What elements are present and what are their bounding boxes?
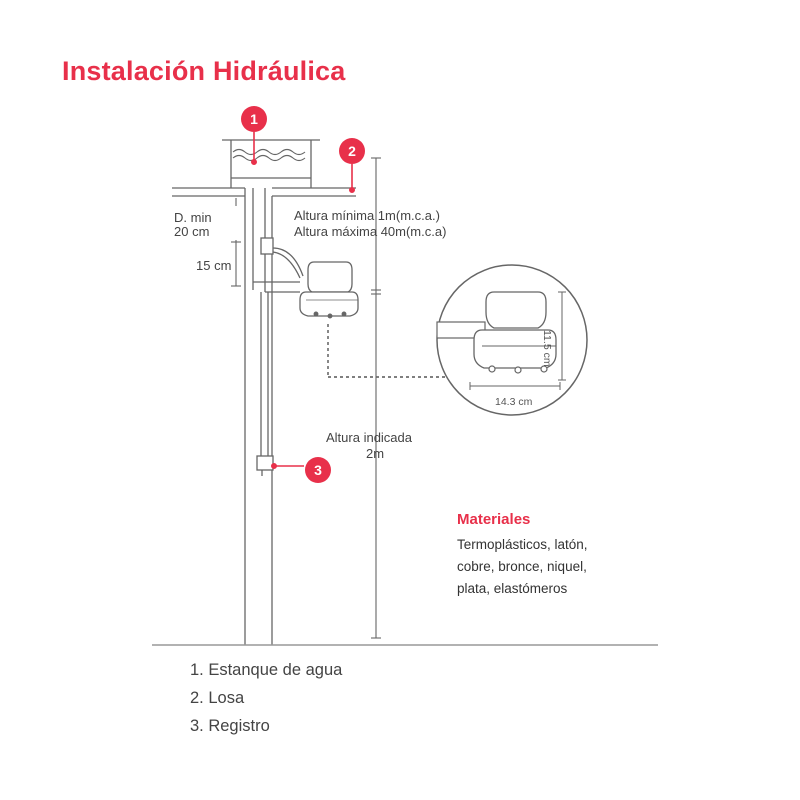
page-title: Instalación Hidráulica [62,56,346,86]
water-tank [222,139,320,188]
detail-height-dim: 11.5 cm [541,330,553,367]
badge-3: 3 [305,457,331,483]
d-min-label: D. min [174,210,212,225]
detail-zoom-circle [436,264,588,416]
altura-indicada-value: 2m [366,446,385,461]
legend-item-2: 2. Losa [190,689,245,707]
materials-title: Materiales [457,511,531,528]
supply-pipes [244,188,304,645]
legend-item-1: 1. Estanque de agua [190,661,343,679]
materials-line-2: cobre, bronce, niquel, [457,559,587,574]
altura-indicada-label: Altura indicada [326,430,412,445]
badge-1: 1 [241,106,267,132]
shower-heater-unit [299,261,359,319]
detail-width-dim: 14.3 cm [495,396,533,408]
altura-minima-label: Altura mínima 1m(m.c.a.) [294,208,440,223]
fifteen-cm-label: 15 cm [196,258,232,273]
materials-line-1: Termoplásticos, latón, [457,537,588,552]
legend-item-3: 3. Registro [190,717,270,735]
materials-line-3: plata, elastómeros [457,581,568,596]
d-min-value: 20 cm [174,224,210,239]
detail-connector [327,324,446,378]
badge-leaders [251,132,355,469]
slab-losa [172,187,356,197]
height-dimension-line [371,157,381,639]
badge-2: 2 [339,138,365,164]
left-dimension-lines [231,198,241,287]
altura-maxima-label: Altura máxima 40m(m.c.a) [294,224,447,239]
